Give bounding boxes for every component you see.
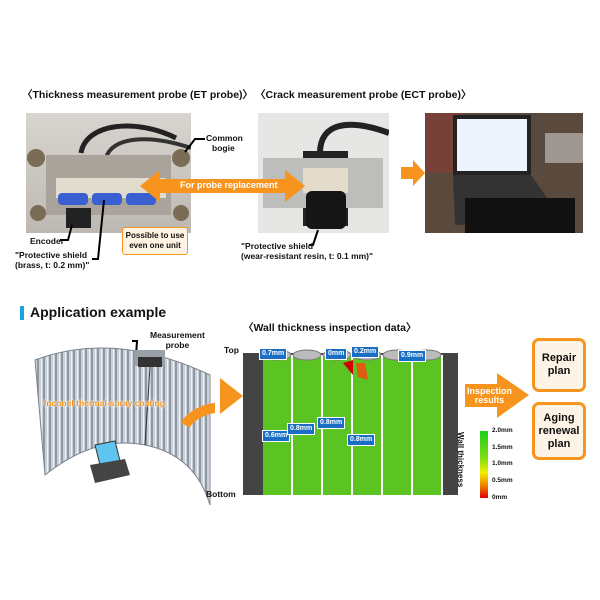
label-line: results [474,395,505,405]
label-line: "Protective shield [241,241,314,251]
heading-bar [20,306,24,320]
inspection-results-arrow [465,373,529,418]
label-line: plan [547,365,571,377]
tube [383,355,411,495]
orange-arrow-icon [220,378,243,414]
label-line: probe [165,340,190,350]
label-line: plan [547,437,571,450]
thickness-tag: 0.9mm [398,350,427,362]
legend-tick: 1.5mm [492,444,513,451]
tube-gap [351,355,353,495]
legend-tick: 0.5mm [492,477,513,484]
tube-top [292,349,322,361]
thickness-tag: 0.8mm [347,434,376,446]
et-shield-label: "Protective shield (brass, t: 0.2 mm)" [15,250,89,270]
label-line: Measurement [150,330,205,340]
boiler-wall-illustration [34,347,215,506]
thickness-tag: 0.8mm [317,417,346,429]
data-title: 〈Wall thickness inspection data〉 [243,322,417,334]
ect-probe-heading: 〈Crack measurement probe (ECT probe)〉 [255,89,472,101]
label-line: Aging [543,411,575,424]
label-line: Inspection [467,386,513,396]
probe-replacement-arrow [140,170,305,202]
tube-gap [411,355,413,495]
label-line: renewal [538,424,580,437]
coating-label: Inconel thermal-spray coating [44,398,165,408]
et-probe-heading: 〈Thickness measurement probe (ET probe)〉 [22,89,254,101]
top-label: Top [224,345,239,355]
label-line: Possible to use [125,231,185,240]
common-bogie-label: Common bogie [206,133,243,153]
label-line: (wear-resistant resin, t: 0.1 mm)" [241,251,374,261]
application-heading: Application example [30,304,167,320]
legend-tick: 1.0mm [492,460,513,467]
label-line: even one unit [129,241,181,250]
thickness-tag: 0.7mm [259,348,288,360]
inspection-results-label: Inspection results [467,387,512,405]
thickness-map [243,349,458,495]
legend-title: Wall thickness [456,432,465,488]
encoder-label: Encoder [30,236,65,246]
tube-gap [441,355,443,495]
right-arrow-icon [401,160,425,186]
one-unit-callout: Possible to use even one unit [122,227,188,255]
thickness-tag: 0.2mm [351,346,380,358]
thickness-tag: 0.6mm [262,430,291,442]
thickness-tag: 0mm [325,348,348,360]
thickness-tag: 0.8mm [287,423,316,435]
ect-shield-label: "Protective shield (wear-resistant resin… [241,241,373,261]
legend-tick: 0mm [492,494,508,501]
bottom-label: Bottom [206,489,236,499]
label-line: (brass, t: 0.2 mm)" [15,260,90,270]
legend-colorbar [480,431,488,498]
label-line: Common [206,133,243,143]
legend-tick: 2.0mm [492,427,513,434]
label-line: bogie [212,143,235,153]
tube [413,355,441,495]
measurement-probe-label: Measurement probe [150,330,205,350]
probe-replacement-label: For probe replacement [180,180,278,190]
tube-gap [381,355,383,495]
laptop-photo [425,113,583,233]
tube [263,355,291,495]
label-line: Repair [541,352,577,364]
label-line: "Protective shield [15,250,88,260]
